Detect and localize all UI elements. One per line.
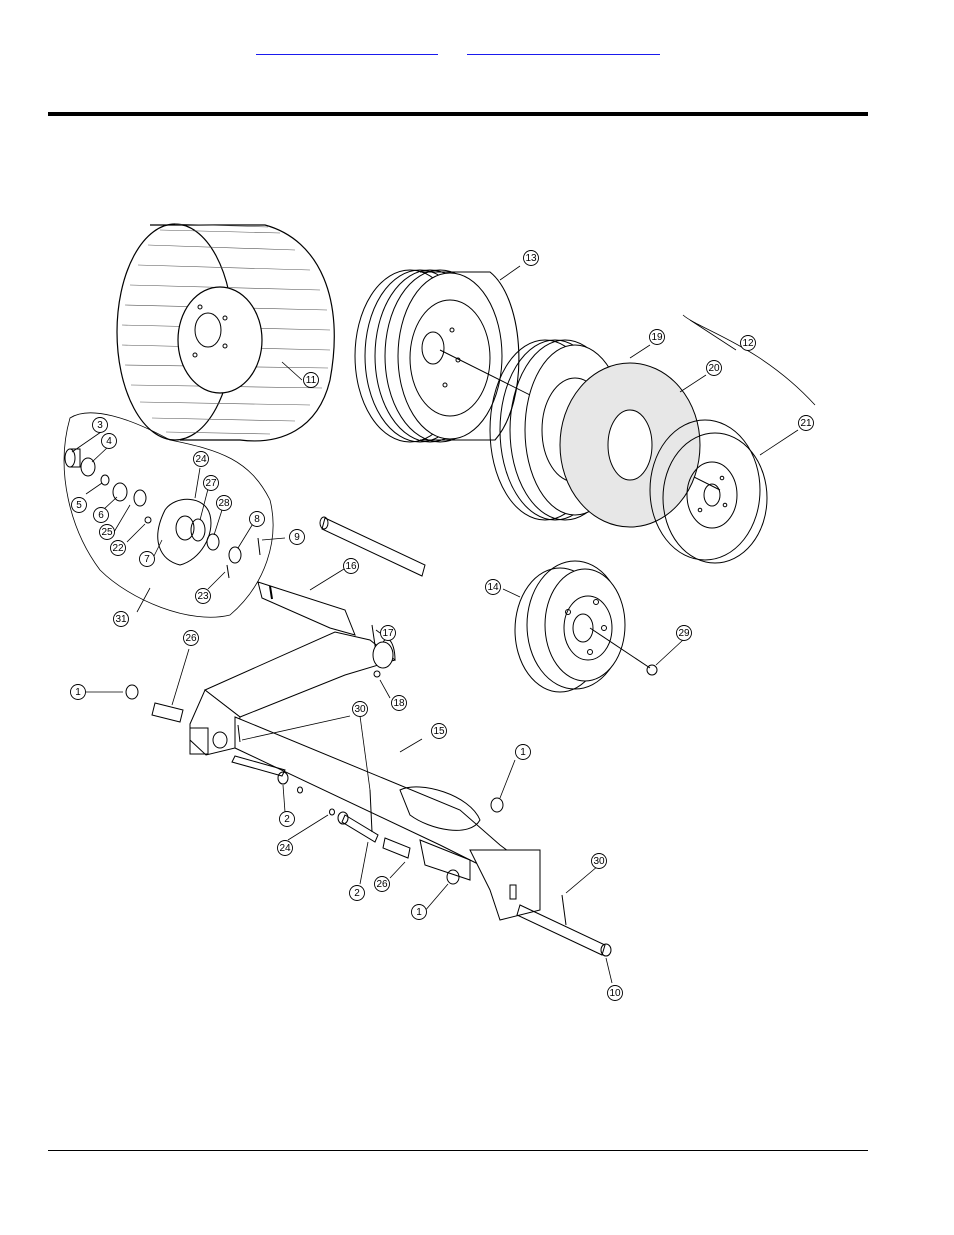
callout-label: 22 — [112, 543, 124, 554]
callout-14: 14 — [486, 580, 501, 595]
callout-6: 6 — [94, 508, 109, 523]
callout-30: 30 — [592, 854, 607, 869]
callout-9: 9 — [290, 530, 305, 545]
callout-label: 31 — [115, 614, 127, 625]
callout-label: 10 — [609, 988, 621, 999]
callout-label: 14 — [487, 582, 499, 593]
callout-25: 25 — [100, 525, 115, 540]
callout-label: 12 — [742, 338, 754, 349]
callout-label: 20 — [708, 363, 720, 374]
callout-label: 21 — [800, 418, 812, 429]
callout-label: 1 — [75, 687, 81, 698]
callout-label: 18 — [393, 698, 405, 709]
callout-label: 26 — [376, 879, 388, 890]
callout-label: 13 — [525, 253, 537, 264]
callout-11: 11 — [304, 373, 319, 388]
callout-17: 17 — [381, 626, 396, 641]
callout-3: 3 — [93, 418, 108, 433]
callout-label: 28 — [218, 498, 230, 509]
spindle-drawing — [258, 517, 425, 677]
callout-8: 8 — [250, 512, 265, 527]
callout-2: 2 — [280, 812, 295, 827]
callout-label: 1 — [416, 907, 422, 918]
callout-label: 3 — [97, 420, 103, 431]
callout-4: 4 — [102, 434, 117, 449]
callout-24: 24 — [194, 452, 209, 467]
callout-label: 1 — [520, 747, 526, 758]
callout-label: 15 — [433, 726, 445, 737]
callout-1: 1 — [71, 685, 86, 700]
footer-rule — [48, 1150, 868, 1151]
callout-label: 2 — [284, 814, 290, 825]
callout-22: 22 — [111, 541, 126, 556]
callout-27: 27 — [204, 476, 219, 491]
callout-13: 13 — [524, 251, 539, 266]
callout-30: 30 — [353, 702, 368, 717]
callout-label: 4 — [106, 436, 112, 447]
callout-label: 24 — [279, 843, 291, 854]
callout-31: 31 — [114, 612, 129, 627]
callout-10: 10 — [608, 986, 623, 1001]
callout-18: 18 — [392, 696, 407, 711]
callout-21: 21 — [799, 416, 814, 431]
tire-tube-rim-drawing — [490, 315, 815, 563]
callout-15: 15 — [432, 724, 447, 739]
callout-5: 5 — [72, 498, 87, 513]
callout-7: 7 — [140, 552, 155, 567]
callout-26: 26 — [375, 877, 390, 892]
callout-16: 16 — [344, 559, 359, 574]
callout-label: 29 — [678, 628, 690, 639]
frame-arm-drawing — [190, 632, 540, 920]
callout-label: 16 — [345, 561, 357, 572]
callout-label: 19 — [651, 332, 663, 343]
callout-label: 5 — [76, 500, 82, 511]
callout-1: 1 — [412, 905, 427, 920]
callout-28: 28 — [217, 496, 232, 511]
callout-19: 19 — [650, 330, 665, 345]
callout-label: 25 — [101, 527, 113, 538]
callout-label: 30 — [593, 856, 605, 867]
callout-label: 8 — [254, 514, 260, 525]
large-tire-drawing — [117, 224, 334, 441]
callout-label: 7 — [144, 554, 150, 565]
callout-20: 20 — [707, 361, 722, 376]
callout-label: 26 — [185, 633, 197, 644]
callout-12: 12 — [741, 336, 756, 351]
callout-label: 24 — [195, 454, 207, 465]
callout-label: 6 — [98, 510, 104, 521]
callout-label: 30 — [354, 704, 366, 715]
callout-26: 26 — [184, 631, 199, 646]
callout-label: 2 — [354, 888, 360, 899]
callout-1: 1 — [516, 745, 531, 760]
callout-label: 9 — [294, 532, 300, 543]
callout-24: 24 — [278, 841, 293, 856]
callout-label: 11 — [306, 375, 317, 386]
callout-23: 23 — [196, 589, 211, 604]
callout-label: 27 — [205, 478, 217, 489]
callout-2: 2 — [350, 886, 365, 901]
callout-label: 17 — [382, 628, 394, 639]
callout-label: 23 — [197, 591, 209, 602]
small-rim-drawing — [515, 561, 657, 692]
callout-29: 29 — [677, 626, 692, 641]
